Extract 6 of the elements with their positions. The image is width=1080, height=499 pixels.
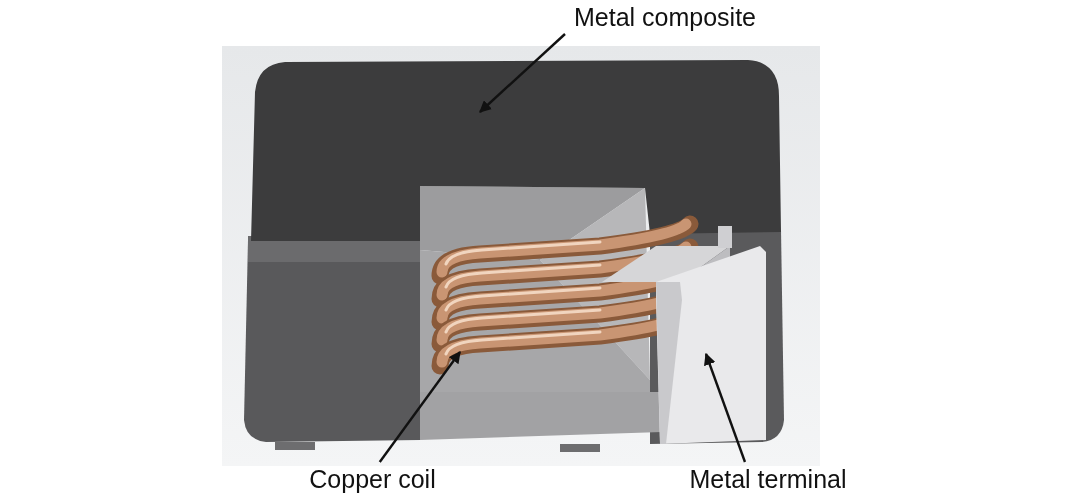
part-label: Metal composite bbox=[573, 2, 757, 33]
part-label: Copper coil bbox=[308, 464, 437, 495]
leader-arrow bbox=[479, 33, 566, 113]
leader-arrow bbox=[704, 352, 747, 463]
leader-arrow bbox=[378, 351, 461, 463]
part-label: Metal terminal bbox=[688, 464, 848, 495]
